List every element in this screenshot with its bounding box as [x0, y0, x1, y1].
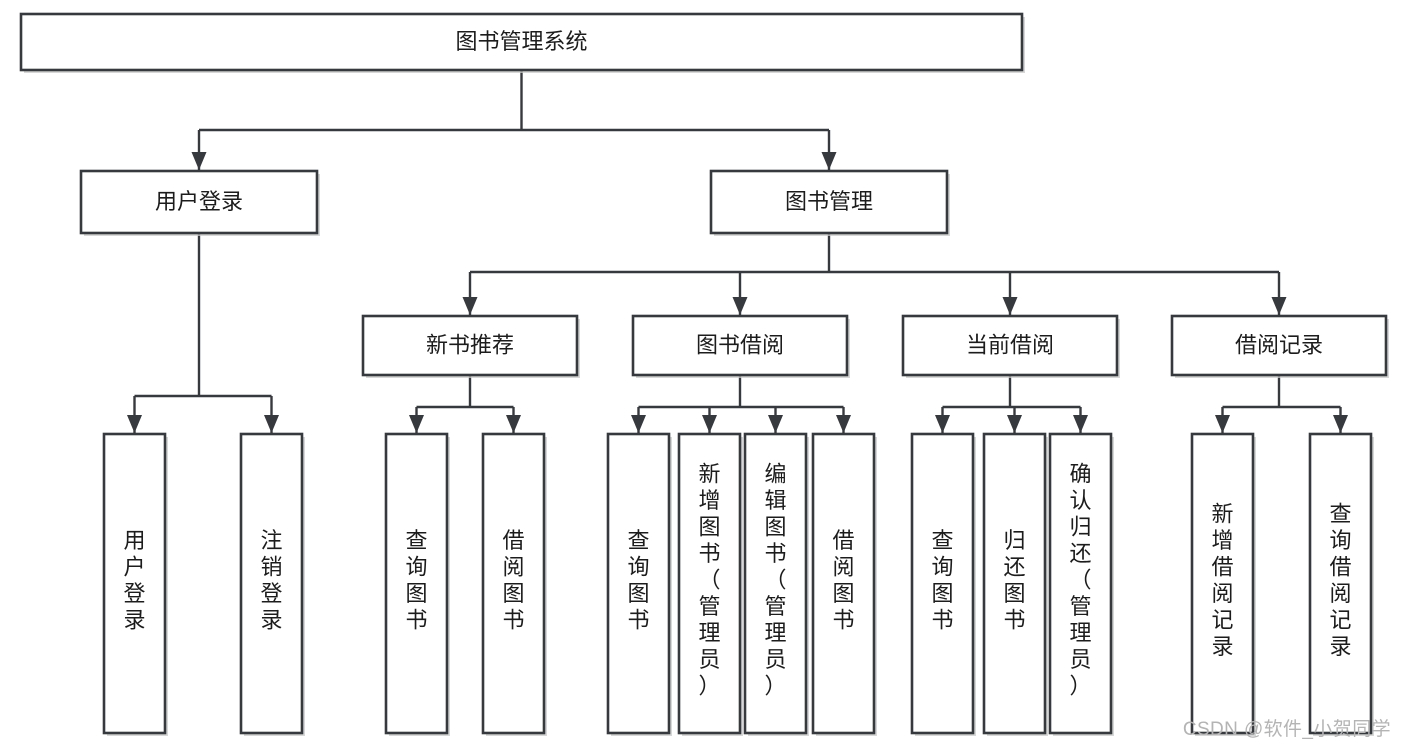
node-label: 查询图书	[931, 528, 953, 633]
node-label: 图书管理	[785, 189, 873, 214]
node-l_query_record[interactable]: 查询借阅记录	[1308, 432, 1374, 736]
node-l_query_book_c[interactable]: 查询图书	[910, 432, 976, 736]
edge-arrowhead	[768, 415, 783, 433]
node-n_book_mgmt[interactable]: 图书管理	[709, 169, 950, 236]
node-l_confirm_return[interactable]: 确认归还（管理员）	[1048, 432, 1114, 736]
edge-arrowhead	[732, 297, 748, 315]
node-label: 图书管理系统	[455, 29, 587, 54]
node-label: 查询图书	[627, 528, 649, 633]
node-label: 新书推荐	[426, 332, 514, 357]
node-n_records[interactable]: 借阅记录	[1170, 314, 1389, 378]
edge-arrowhead	[1215, 415, 1230, 433]
edge-arrowhead	[1333, 415, 1348, 433]
node-label: 确认归还（管理员）	[1069, 462, 1091, 699]
node-label: 图书借阅	[696, 332, 784, 357]
node-label: 查询借阅记录	[1329, 501, 1351, 659]
edge-arrowhead	[1271, 297, 1287, 315]
edge-group-n_book_mgmt	[462, 233, 1287, 315]
node-n_user_login[interactable]: 用户登录	[79, 169, 320, 236]
node-label: 编辑图书（管理员）	[764, 462, 786, 699]
node-label: 借阅记录	[1235, 332, 1323, 357]
edge-group-n_current	[935, 375, 1088, 433]
edge-arrowhead	[821, 152, 837, 170]
edge-group-root	[191, 70, 837, 170]
node-label: 查询图书	[405, 528, 427, 633]
node-label: 注销登录	[260, 528, 282, 633]
node-label: 用户登录	[123, 528, 145, 633]
node-l_user_login[interactable]: 用户登录	[102, 432, 168, 736]
node-label: 新增借阅记录	[1211, 501, 1233, 659]
nodes-layer: 图书管理系统用户登录图书管理新书推荐图书借阅当前借阅借阅记录用户登录注销登录查询…	[19, 12, 1389, 736]
node-label: 借阅图书	[502, 528, 524, 633]
node-label: 当前借阅	[966, 332, 1054, 357]
node-label: 归还图书	[1003, 528, 1025, 633]
edge-arrowhead	[631, 415, 646, 433]
node-n_new_rec[interactable]: 新书推荐	[361, 314, 580, 378]
node-label: 用户登录	[155, 189, 243, 214]
node-l_logout[interactable]: 注销登录	[239, 432, 305, 736]
edge-arrowhead	[191, 152, 207, 170]
node-l_add_book[interactable]: 新增图书（管理员）	[677, 432, 743, 736]
node-l_borrow_book_b[interactable]: 借阅图书	[811, 432, 877, 736]
edge-arrowhead	[702, 415, 717, 433]
edge-group-n_borrow	[631, 375, 851, 433]
node-root[interactable]: 图书管理系统	[19, 12, 1025, 73]
node-label: 借阅图书	[832, 528, 854, 633]
edge-arrowhead	[935, 415, 950, 433]
node-l_borrow_book_a[interactable]: 借阅图书	[481, 432, 547, 736]
node-l_edit_book[interactable]: 编辑图书（管理员）	[743, 432, 809, 736]
edge-arrowhead	[1007, 415, 1022, 433]
node-l_add_record[interactable]: 新增借阅记录	[1190, 432, 1256, 736]
edge-arrowhead	[264, 415, 279, 433]
edge-group-n_new_rec	[409, 375, 521, 433]
edge-group-n_records	[1215, 375, 1348, 433]
edge-arrowhead	[506, 415, 521, 433]
edge-arrowhead	[462, 297, 478, 315]
edge-arrowhead	[127, 415, 142, 433]
node-l_return_book[interactable]: 归还图书	[982, 432, 1048, 736]
node-label: 新增图书（管理员）	[698, 462, 720, 699]
node-n_borrow[interactable]: 图书借阅	[631, 314, 850, 378]
edge-arrowhead	[836, 415, 851, 433]
edge-arrowhead	[1073, 415, 1088, 433]
node-n_current[interactable]: 当前借阅	[901, 314, 1120, 378]
edge-group-n_user_login	[127, 233, 279, 433]
edge-arrowhead	[409, 415, 424, 433]
edge-arrowhead	[1002, 297, 1018, 315]
edges-layer	[127, 70, 1348, 433]
node-l_query_book_b[interactable]: 查询图书	[606, 432, 672, 736]
node-l_query_book_a[interactable]: 查询图书	[384, 432, 450, 736]
